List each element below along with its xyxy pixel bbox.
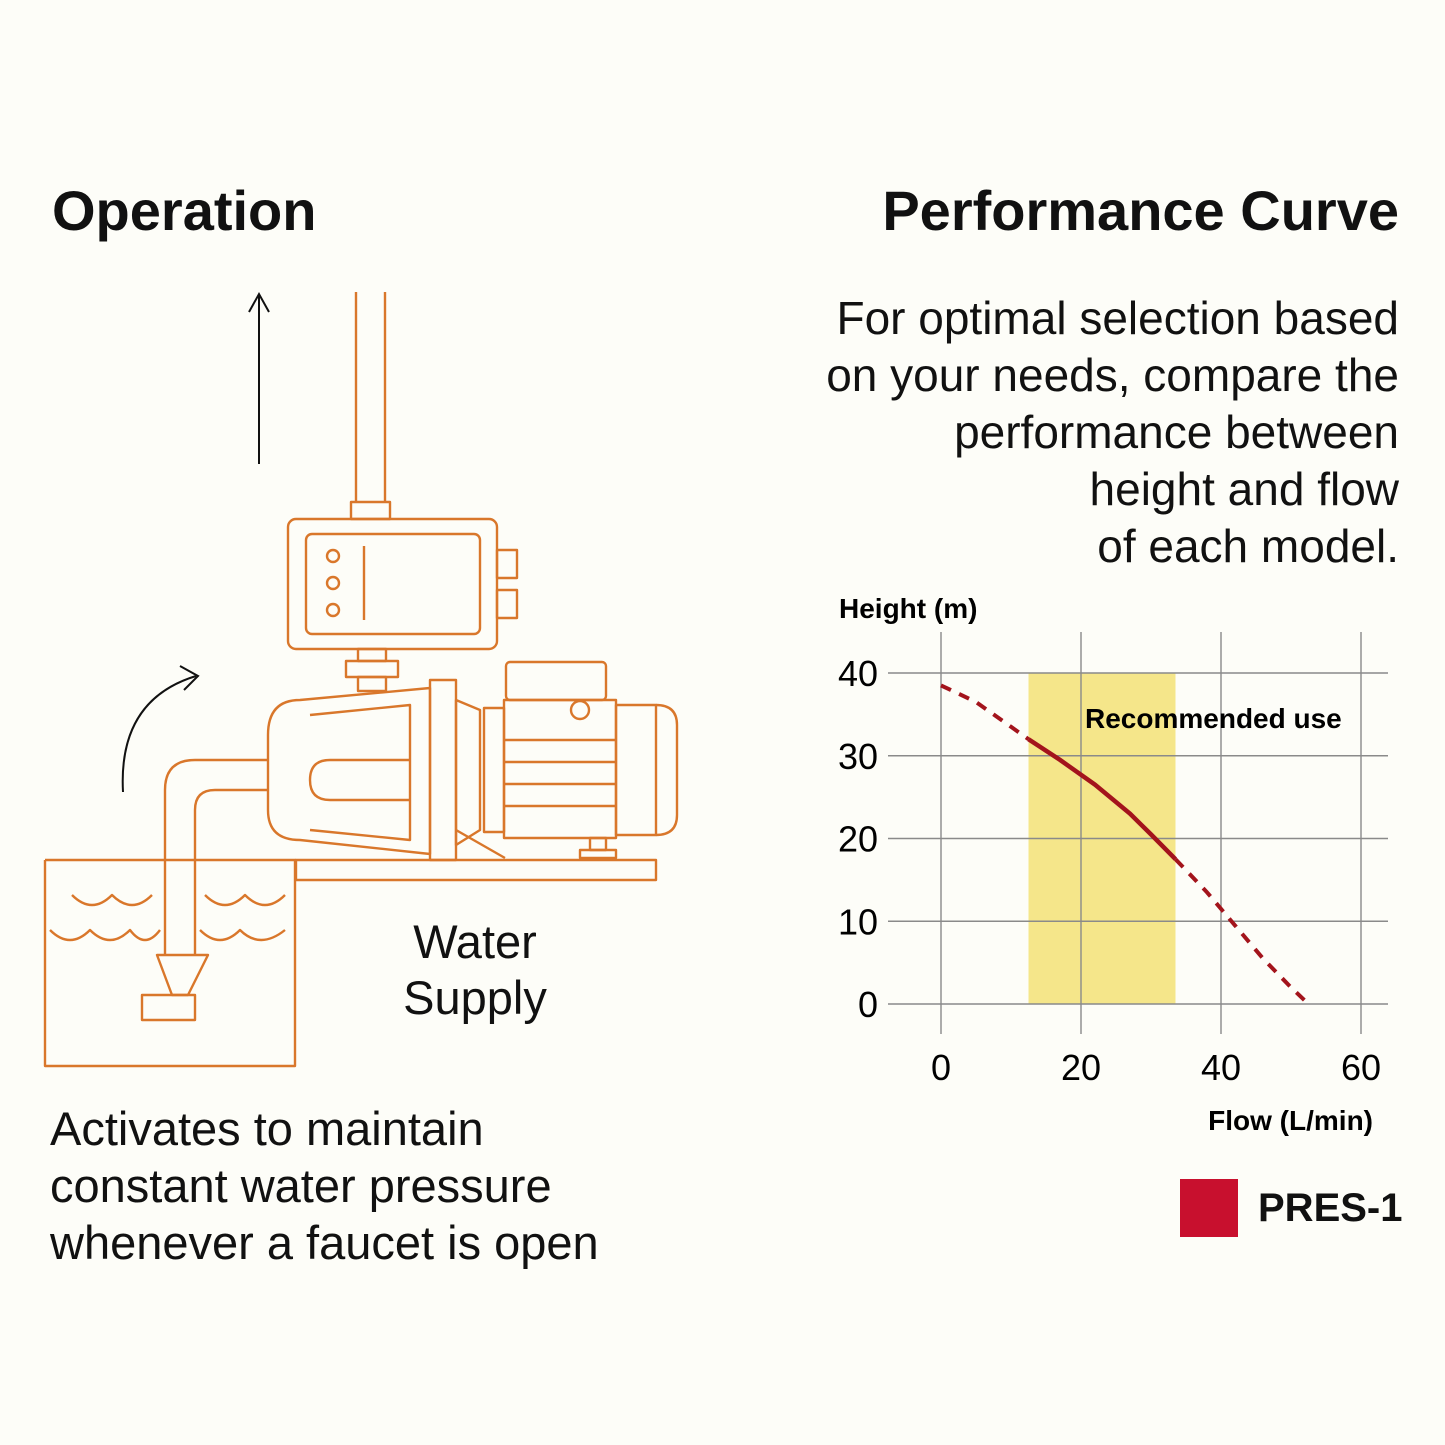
performance-description: For optimal selection based on your need… [779,290,1399,575]
x-tick-label: 40 [1201,1047,1241,1088]
y-tick-label: 40 [838,653,878,694]
performance-title: Performance Curve [882,179,1399,242]
x-axis-title: Flow (L/min) [1208,1105,1373,1136]
water-supply-label: Water Supply [403,915,547,1024]
x-tick-label: 60 [1341,1047,1381,1088]
y-tick-label: 20 [838,819,878,860]
caption-line: constant water pressure [50,1159,552,1212]
description-line: height and flow [1089,463,1399,515]
operation-caption: Activates to maintain constant water pre… [50,1100,670,1271]
y-tick-label: 30 [838,736,878,777]
y-axis-title: Height (m) [839,593,977,624]
legend-label: PRES-1 [1258,1185,1403,1230]
operation-title: Operation [52,179,317,242]
recommended-use-label: Recommended use [1085,703,1342,734]
x-tick-label: 0 [931,1047,951,1088]
pump-system-illustration [43,291,679,1068]
performance-curve-dashed [940,683,1030,741]
performance-chart: 0 10 20 30 40 0 20 40 60 Recommended use Height … [838,593,1388,1136]
chart-legend: PRES-1 [1180,1178,1403,1238]
caption-line: whenever a faucet is open [50,1216,599,1269]
description-line: on your needs, compare the [826,349,1399,401]
description-line: of each model. [1097,520,1399,572]
performance-curve-solid [1027,737,1178,861]
caption-line: Activates to maintain [50,1102,484,1155]
performance-curve-dashed [1174,857,1310,1006]
y-tick-label: 10 [838,901,878,942]
legend-swatch [1180,1179,1238,1237]
x-tick-label: 20 [1061,1047,1101,1088]
description-line: For optimal selection based [836,292,1399,344]
y-tick-label: 0 [858,984,878,1025]
description-line: performance between [954,406,1399,458]
